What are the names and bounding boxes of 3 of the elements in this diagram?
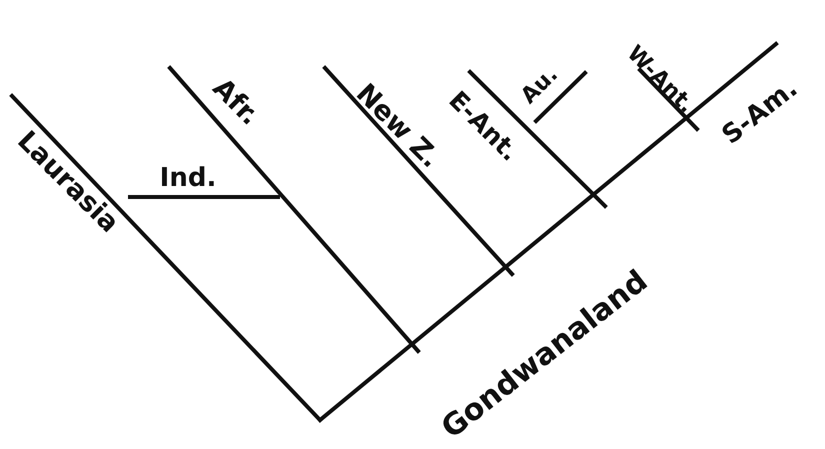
taxon-label: Ind. bbox=[160, 165, 216, 191]
taxon-label: Au. bbox=[518, 64, 562, 108]
taxon-label: Afr. bbox=[208, 74, 264, 130]
